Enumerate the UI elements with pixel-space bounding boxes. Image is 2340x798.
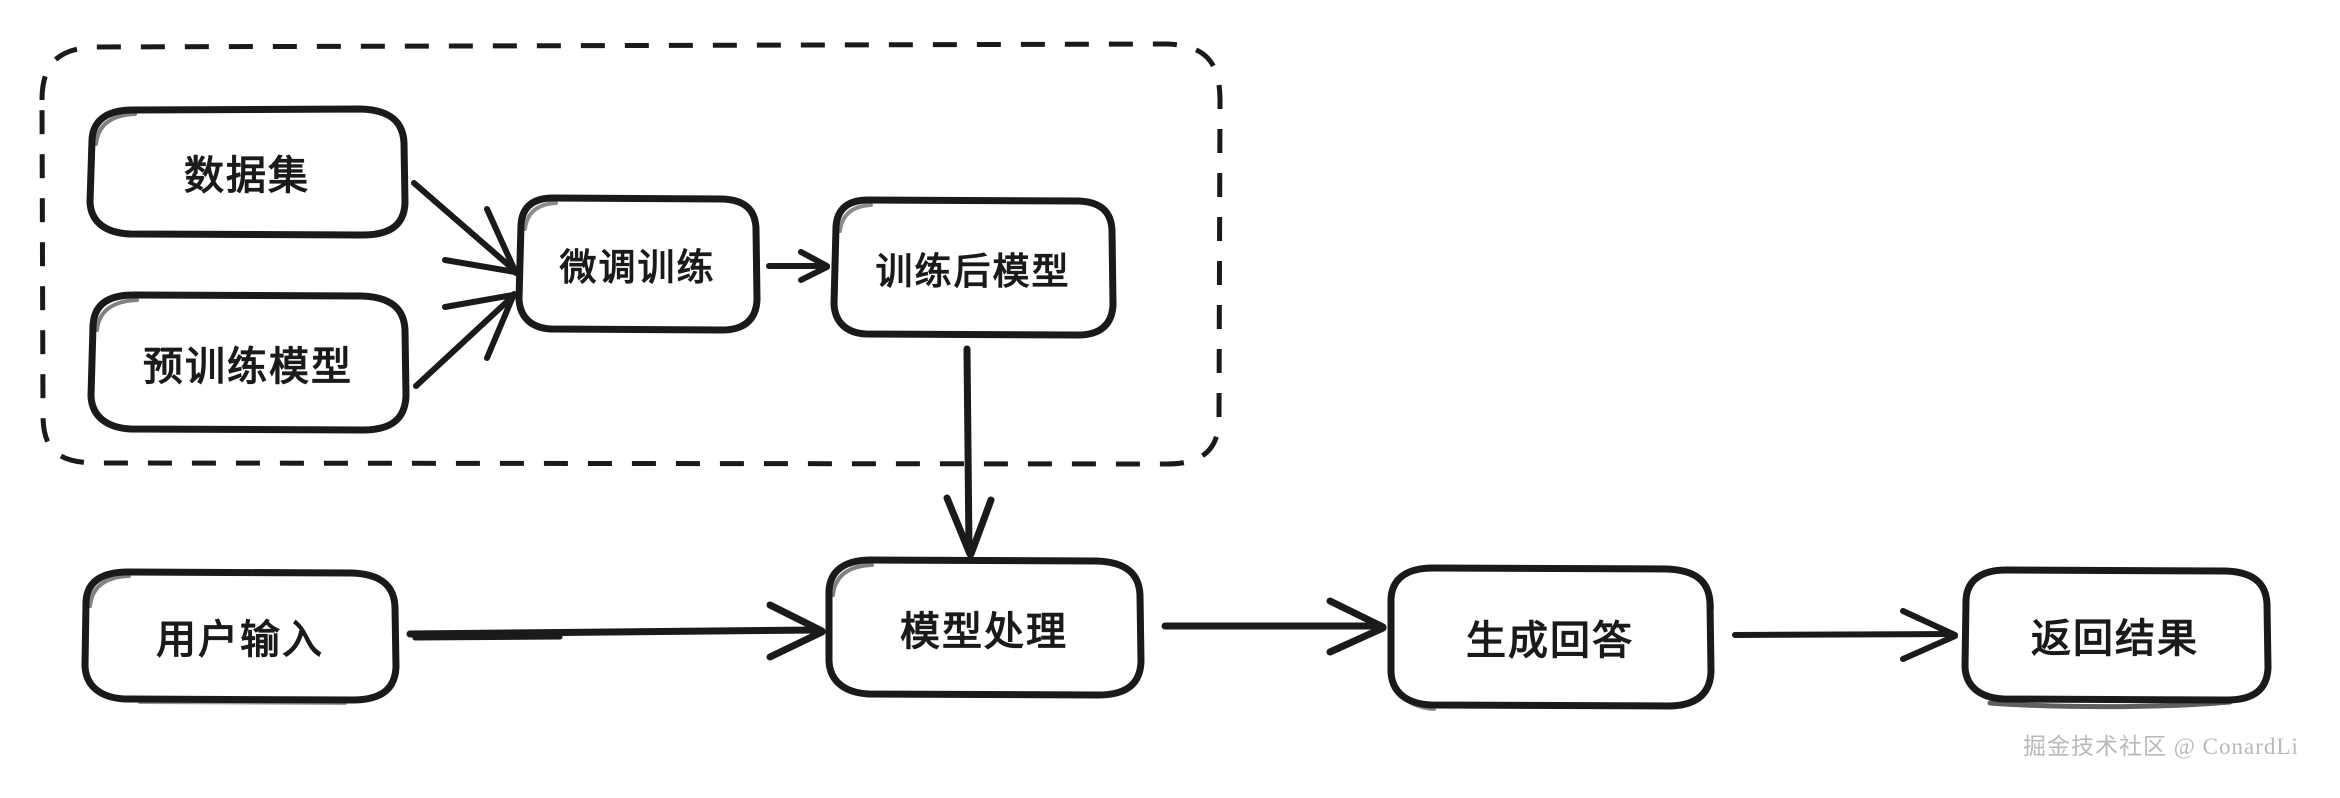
node-model-process-shape[interactable] <box>825 556 1145 699</box>
node-return-result[interactable] <box>1964 569 2266 701</box>
node-user-input[interactable] <box>84 571 396 701</box>
node-generate-answer[interactable] <box>1389 567 1711 706</box>
node-generate-shape[interactable] <box>1387 564 1715 711</box>
edge-finetune-to-trained-model <box>766 249 830 283</box>
node-user-input-shape[interactable] <box>81 568 400 705</box>
node-trained-model-shape[interactable] <box>830 196 1117 339</box>
node-pretrained-shape[interactable] <box>87 291 410 434</box>
edge-dataset-to-finetune <box>411 180 519 276</box>
edge-trained-model-to-model-process <box>943 345 995 558</box>
node-finetune-training[interactable] <box>519 197 756 331</box>
edge-generate-to-return-result <box>1732 608 1958 662</box>
node-return-result-shape[interactable] <box>1961 566 2272 710</box>
node-trained-model[interactable] <box>834 199 1112 336</box>
edge-pretrained-to-finetune <box>413 291 517 389</box>
node-dataset-shape[interactable] <box>86 105 409 239</box>
node-finetune-shape[interactable] <box>515 194 761 334</box>
edge-model-process-to-generate <box>1161 597 1387 656</box>
training-group-border <box>39 41 1223 467</box>
node-dataset[interactable] <box>88 108 406 236</box>
watermark: 掘金技术社区 @ ConardLi <box>2023 734 2299 759</box>
node-model-process[interactable] <box>827 559 1141 696</box>
node-pretrained-model[interactable] <box>90 294 406 432</box>
edge-user-input-to-model-process <box>406 601 826 661</box>
